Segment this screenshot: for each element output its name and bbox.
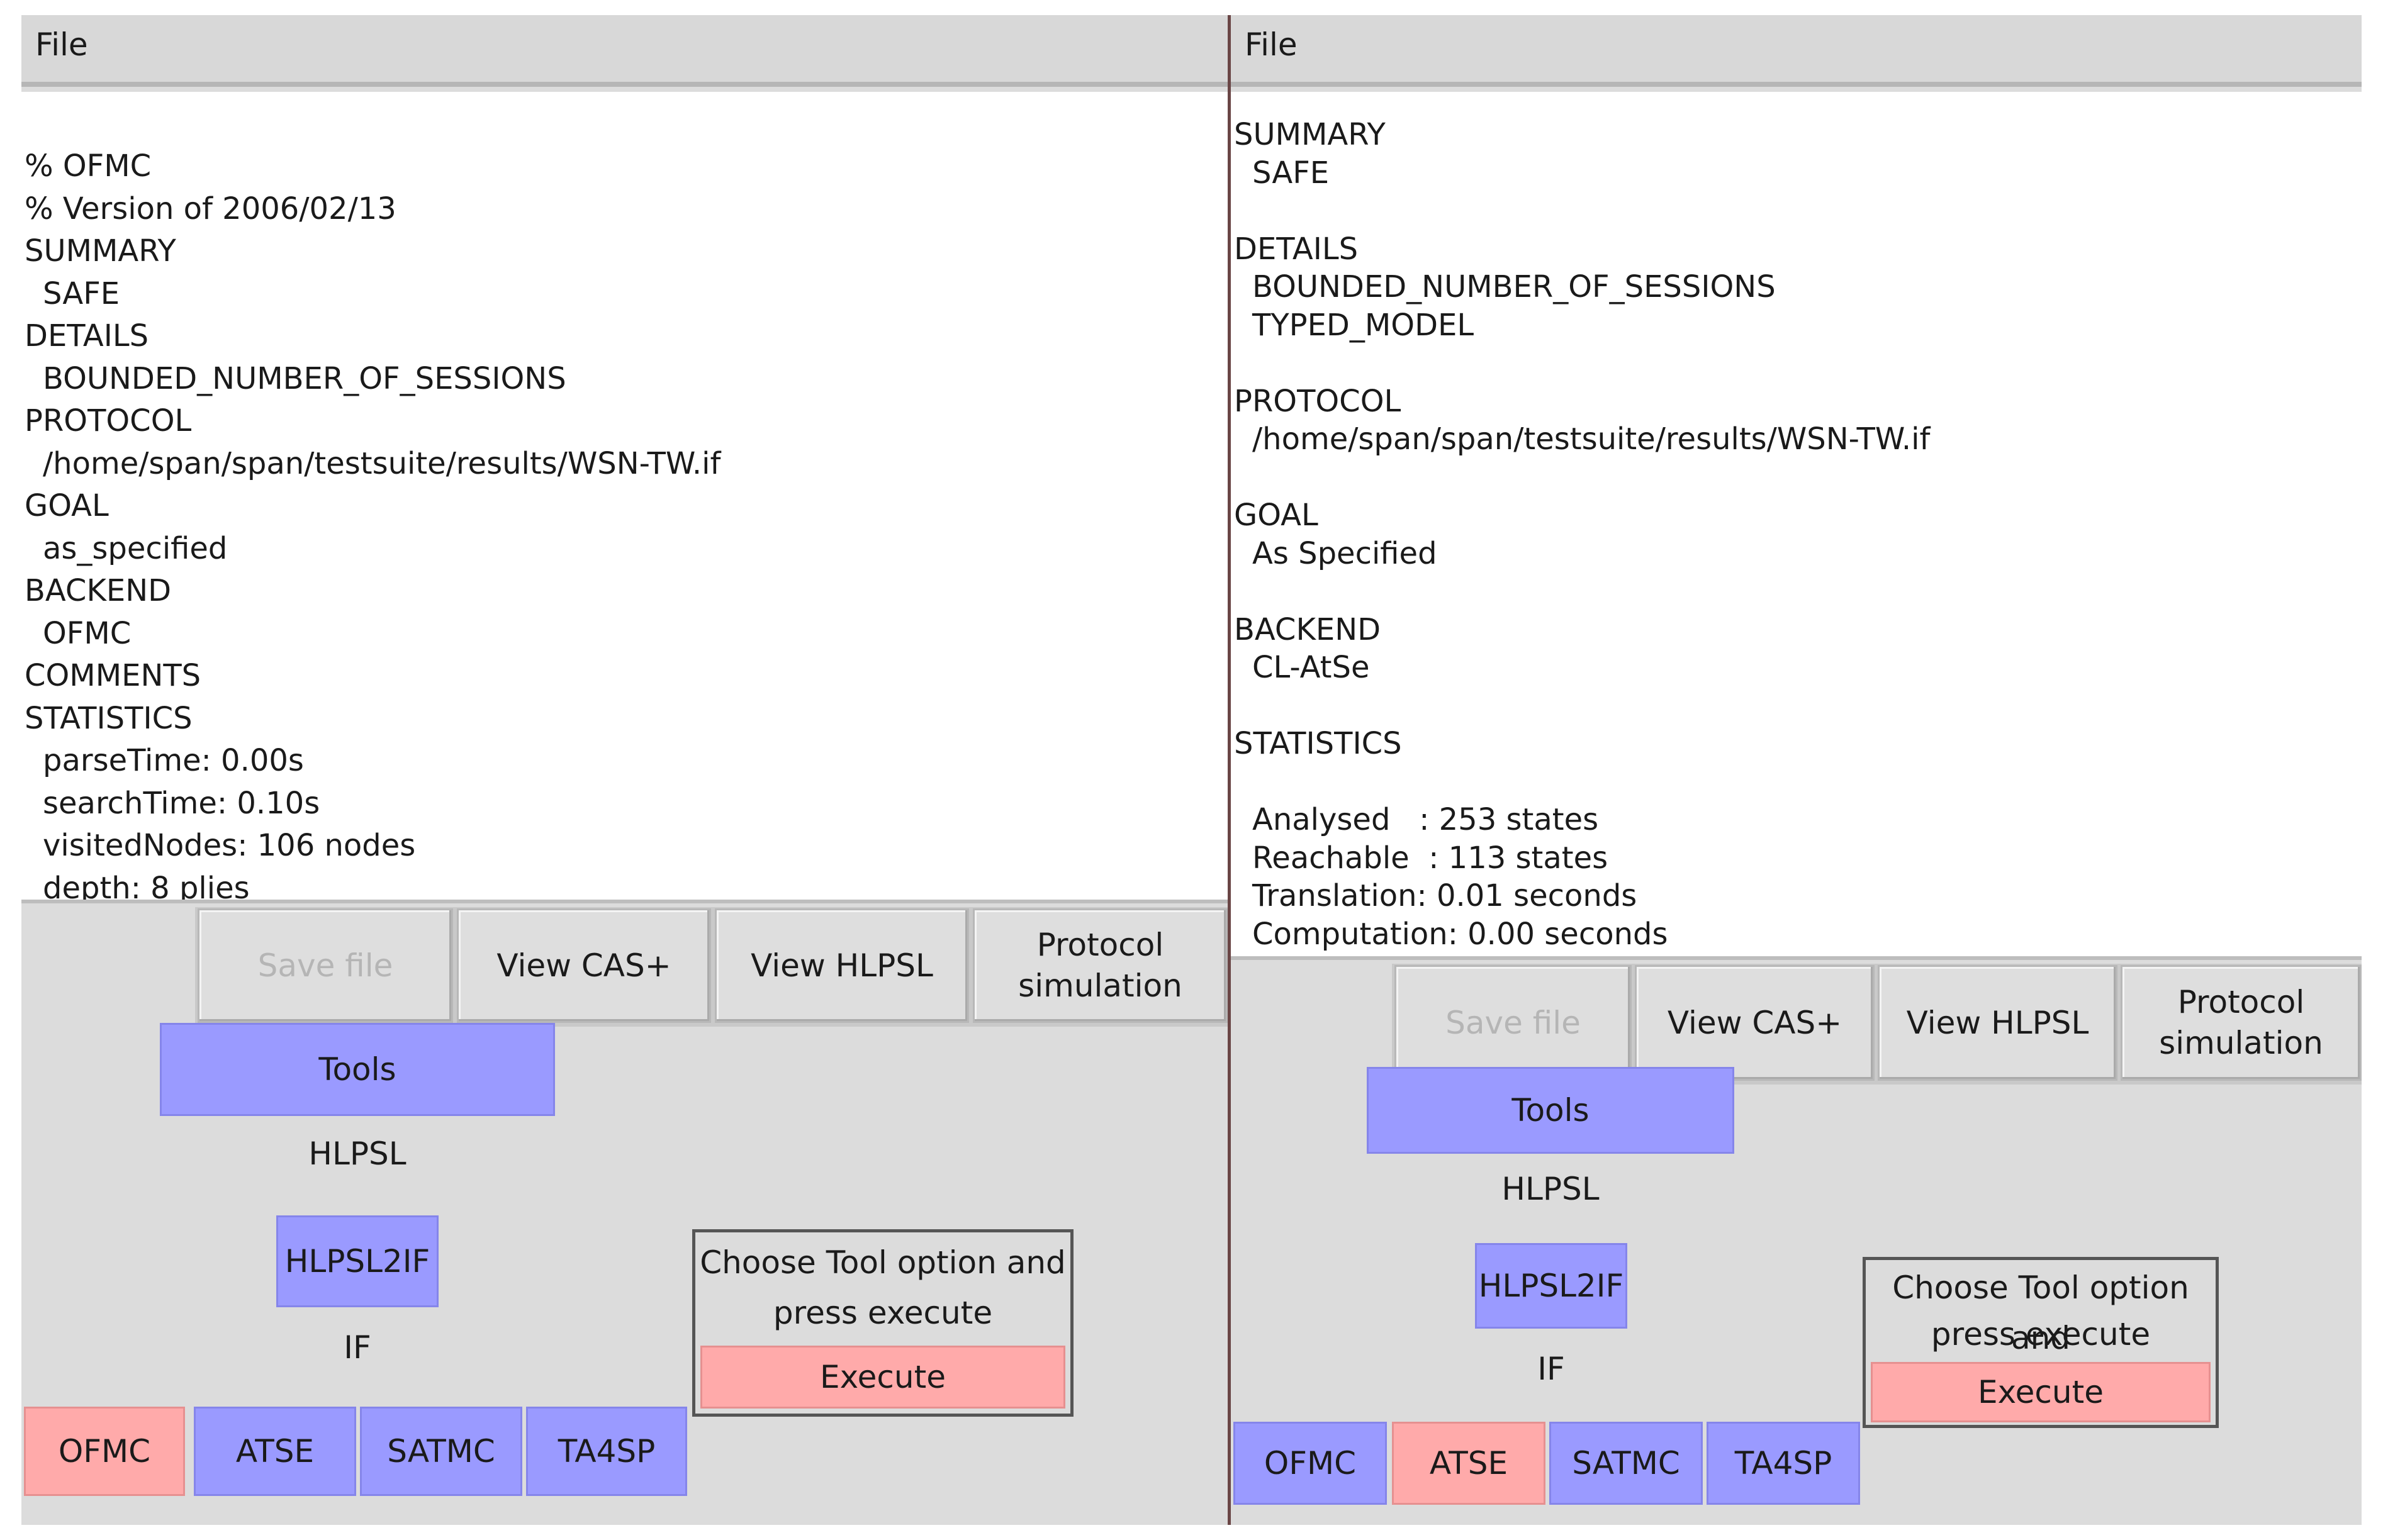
view-cas-button[interactable]: View CAS+ xyxy=(457,908,711,1023)
menu-bar: File xyxy=(21,15,1228,87)
execute-button[interactable]: Execute xyxy=(1871,1362,2211,1422)
backend-button-atse[interactable]: ATSE xyxy=(194,1407,356,1496)
backend-button-satmc[interactable]: SATMC xyxy=(1549,1422,1703,1505)
save-file-button[interactable]: Save file xyxy=(1394,965,1632,1081)
view-hlpsl-button[interactable]: View HLPSL xyxy=(1878,965,2117,1081)
output-line: GOAL xyxy=(1234,498,1318,533)
output-line: Analysed : 253 states xyxy=(1252,802,1599,837)
output-line: /home/span/span/testsuite/results/WSN-TW… xyxy=(1252,421,1931,457)
output-line: OFMC xyxy=(43,615,132,651)
output-line: SUMMARY xyxy=(25,233,176,269)
output-line: DETAILS xyxy=(25,318,149,354)
backend-button-atse[interactable]: ATSE xyxy=(1392,1422,1545,1505)
press-execute-text: press execute xyxy=(1931,1316,2151,1353)
output-line: Translation: 0.01 seconds xyxy=(1252,878,1637,913)
output-line: TYPED_MODEL xyxy=(1252,307,1474,343)
tools-button[interactable]: Tools xyxy=(1367,1067,1734,1154)
backend-button-ofmc[interactable]: OFMC xyxy=(24,1407,185,1496)
menu-file[interactable]: File xyxy=(1245,26,1298,63)
menu-file[interactable]: File xyxy=(35,26,88,63)
output-line: parseTime: 0.00s xyxy=(43,743,304,778)
output-line: PROTOCOL xyxy=(1234,383,1401,419)
output-line: STATISTICS xyxy=(1234,726,1402,761)
output-line: DETAILS xyxy=(1234,231,1359,267)
if-label: IF xyxy=(1537,1351,1565,1387)
protocol-simulation-button[interactable]: Protocol simulation xyxy=(973,908,1228,1023)
output-line: GOAL xyxy=(25,488,109,523)
choose-tool-text: Choose Tool option and xyxy=(1892,1269,2189,1356)
backend-button-ofmc[interactable]: OFMC xyxy=(1233,1422,1387,1505)
view-cas-button[interactable]: View CAS+ xyxy=(1635,965,1875,1081)
output-line: BOUNDED_NUMBER_OF_SESSIONS xyxy=(1252,269,1776,304)
press-execute-text: press execute xyxy=(773,1295,993,1331)
output-line: depth: 8 plies xyxy=(43,870,250,903)
output-line: Computation: 0.00 seconds xyxy=(1252,916,1668,952)
output-line: SAFE xyxy=(43,276,120,311)
output-line: PROTOCOL xyxy=(25,403,192,438)
execute-panel: Choose Tool option and press execute Exe… xyxy=(692,1229,1074,1417)
output-line: BOUNDED_NUMBER_OF_SESSIONS xyxy=(43,360,566,396)
save-file-button[interactable]: Save file xyxy=(198,908,453,1023)
backend-button-ta4sp[interactable]: TA4SP xyxy=(1707,1422,1860,1505)
output-line: /home/span/span/testsuite/results/WSN-TW… xyxy=(43,445,721,481)
choose-tool-text: Choose Tool option and xyxy=(700,1244,1066,1281)
output-line: as_specified xyxy=(43,530,228,566)
view-hlpsl-button[interactable]: View HLPSL xyxy=(715,908,969,1023)
hlpsl2if-button[interactable]: HLPSL2IF xyxy=(276,1215,439,1307)
protocol-simulation-button[interactable]: Protocol simulation xyxy=(2121,965,2362,1081)
output-line: COMMENTS xyxy=(25,658,201,693)
if-label: IF xyxy=(344,1329,371,1366)
hlpsl-label: HLPSL xyxy=(308,1135,407,1172)
execute-button[interactable]: Execute xyxy=(700,1346,1065,1409)
hlpsl-label: HLPSL xyxy=(1501,1171,1600,1207)
execute-panel: Choose Tool option and press execute Exe… xyxy=(1863,1257,2219,1428)
output-line: % Version of 2006/02/13 xyxy=(25,191,396,226)
output-line: CL-AtSe xyxy=(1252,650,1370,685)
hlpsl2if-button[interactable]: HLPSL2IF xyxy=(1475,1243,1627,1329)
output-line: Reachable : 113 states xyxy=(1252,840,1608,876)
tools-button[interactable]: Tools xyxy=(160,1023,555,1116)
output-line: BACKEND xyxy=(1234,611,1381,647)
output-line: visitedNodes: 106 nodes xyxy=(43,828,416,863)
output-line: BACKEND xyxy=(25,573,172,608)
output-line: SAFE xyxy=(1252,155,1330,191)
backend-button-ta4sp[interactable]: TA4SP xyxy=(526,1407,687,1496)
output-line: % OFMC xyxy=(25,148,152,184)
output-line: As Specified xyxy=(1252,535,1437,571)
output-line: STATISTICS xyxy=(25,700,193,736)
panel-divider xyxy=(1228,15,1231,1525)
backend-button-satmc[interactable]: SATMC xyxy=(360,1407,522,1496)
menu-bar: File xyxy=(1231,15,2362,87)
output-line: searchTime: 0.10s xyxy=(43,785,320,821)
output-line: SUMMARY xyxy=(1234,117,1386,152)
